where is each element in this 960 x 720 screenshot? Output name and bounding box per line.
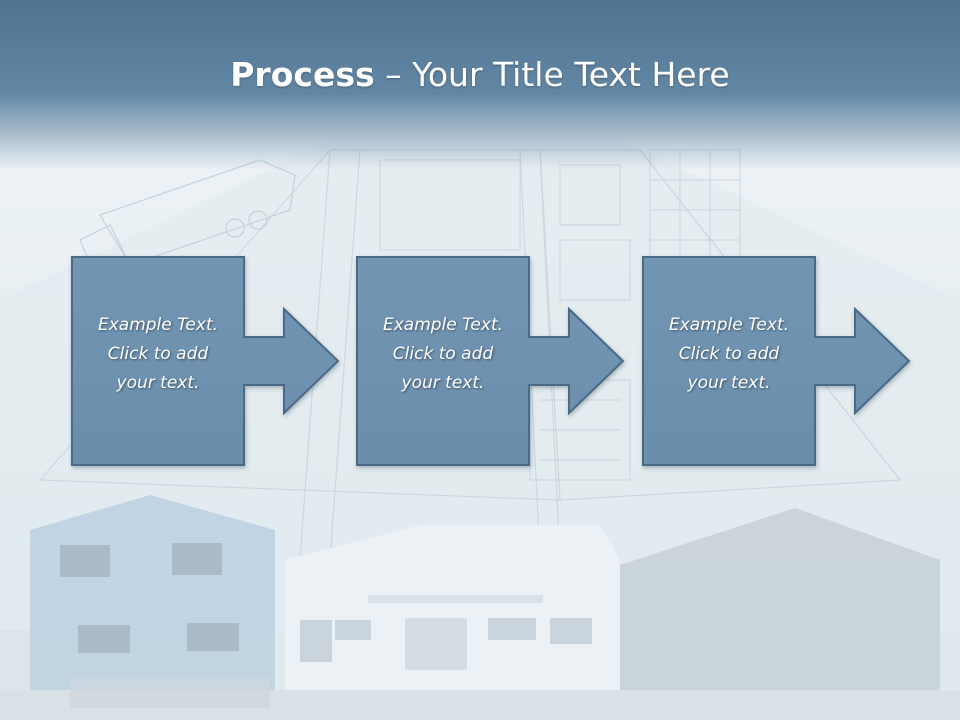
title-band bbox=[0, 0, 960, 170]
step-2-text[interactable]: Example Text. Click to add your text. bbox=[382, 315, 504, 393]
step-1-arrow-shape bbox=[71, 256, 340, 466]
process-step-2[interactable] bbox=[356, 256, 625, 466]
title-bold-part: Process bbox=[230, 55, 375, 94]
step-3-text[interactable]: Example Text. Click to add your text. bbox=[668, 315, 790, 393]
process-step-1[interactable] bbox=[71, 256, 340, 466]
process-step-3[interactable] bbox=[642, 256, 911, 466]
step-3-arrow-shape bbox=[642, 256, 911, 466]
step-2-arrow-shape bbox=[356, 256, 625, 466]
title-rest-part: – Your Title Text Here bbox=[374, 55, 730, 94]
slide-title[interactable]: Process – Your Title Text Here bbox=[0, 52, 960, 98]
step-1-text[interactable]: Example Text. Click to add your text. bbox=[97, 315, 219, 393]
